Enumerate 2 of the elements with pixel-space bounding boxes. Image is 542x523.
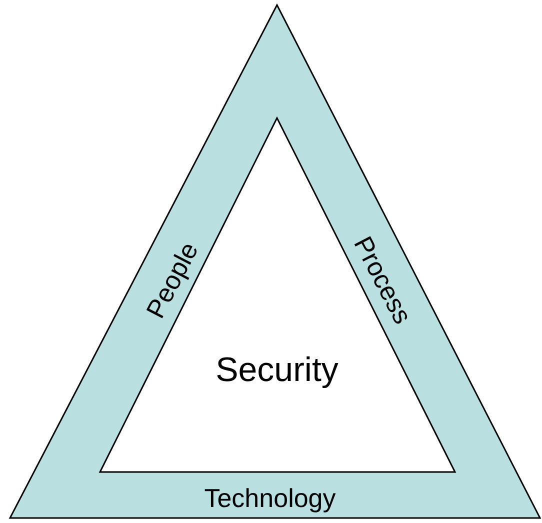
side-label: Technology <box>204 485 336 511</box>
center-label: Security <box>216 353 338 387</box>
